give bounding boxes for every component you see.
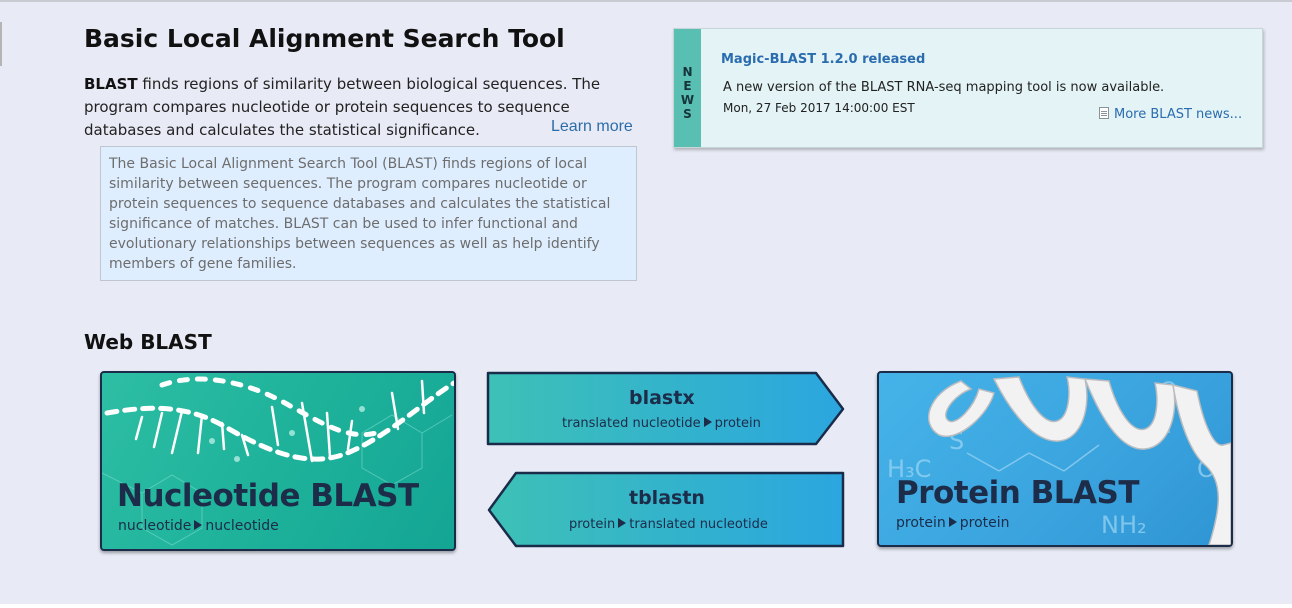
- amine-label: NH₂: [1101, 511, 1147, 539]
- news-panel: N E W S Magic-BLAST 1.2.0 released A new…: [673, 28, 1263, 148]
- query-type: nucleotide: [118, 518, 192, 534]
- news-tab-letter: E: [683, 79, 692, 93]
- news-tab-letter: S: [683, 107, 692, 121]
- protein-blast-tile[interactable]: S O H₃C NH₂ OH Protein BLAST proteinprot…: [877, 371, 1233, 547]
- nucleotide-blast-title: Nucleotide BLAST: [117, 478, 419, 514]
- document-icon: [1099, 107, 1109, 119]
- dna-helix-art: [102, 376, 454, 546]
- page-title: Basic Local Alignment Search Tool: [84, 24, 565, 53]
- web-blast-heading: Web BLAST: [84, 330, 212, 354]
- arrow-right-icon: [948, 517, 957, 527]
- tblastn-button[interactable]: tblastn protein translated nucleotide: [486, 471, 846, 548]
- database-type: translated nucleotide: [629, 517, 768, 532]
- more-news-label: More BLAST news...: [1114, 107, 1243, 122]
- database-type: protein: [959, 515, 1010, 531]
- arrow-right-shape: [486, 371, 845, 446]
- protein-blast-title: Protein BLAST: [896, 475, 1139, 511]
- arrow-right-icon: [194, 520, 203, 530]
- more-news-link[interactable]: More BLAST news...: [1099, 107, 1242, 122]
- news-tab-letter: W: [680, 93, 695, 107]
- arrow-left-shape: [487, 471, 845, 548]
- news-body: A new version of the BLAST RNA-seq mappi…: [723, 80, 1165, 95]
- tblastn-title: tblastn: [629, 487, 705, 509]
- news-tab-letter: N: [682, 65, 693, 79]
- top-divider: [0, 0, 1292, 2]
- protein-helix-art: S O H₃C NH₂ OH: [887, 376, 1231, 545]
- arrow-right-icon: [703, 417, 712, 427]
- database-type: protein: [714, 416, 761, 431]
- intro-text: BLAST finds regions of similarity betwee…: [84, 73, 644, 142]
- nucleotide-blast-subtitle: nucleotide nucleotide: [118, 518, 279, 534]
- arrow-right-icon: [618, 518, 627, 528]
- protein-blast-subtitle: protein protein: [896, 515, 1010, 531]
- blastx-button[interactable]: blastx translated nucleotide protein: [486, 371, 846, 447]
- news-date: Mon, 27 Feb 2017 14:00:00 EST: [723, 101, 915, 115]
- query-type: protein: [896, 515, 946, 531]
- tblastn-subtitle: protein translated nucleotide: [569, 517, 768, 532]
- blastx-title: blastx: [629, 387, 695, 409]
- bottom-divider: [0, 604, 1292, 608]
- intro-bold: BLAST: [84, 75, 138, 93]
- learn-more-link[interactable]: Learn more: [551, 118, 633, 135]
- blastx-subtitle: translated nucleotide protein: [562, 416, 761, 431]
- news-tab: N E W S: [674, 29, 701, 147]
- methyl-label: H₃C: [887, 455, 931, 483]
- query-type: translated nucleotide: [562, 416, 701, 431]
- nucleotide-blast-tile[interactable]: Nucleotide BLAST nucleotide nucleotide: [100, 371, 456, 551]
- left-edge-mark: [0, 22, 2, 66]
- description-box: The Basic Local Alignment Search Tool (B…: [100, 146, 637, 281]
- query-type: protein: [569, 517, 616, 532]
- database-type: nucleotide: [205, 518, 279, 534]
- news-title-link[interactable]: Magic-BLAST 1.2.0 released: [721, 52, 926, 67]
- intro-rest: finds regions of similarity between biol…: [84, 75, 601, 139]
